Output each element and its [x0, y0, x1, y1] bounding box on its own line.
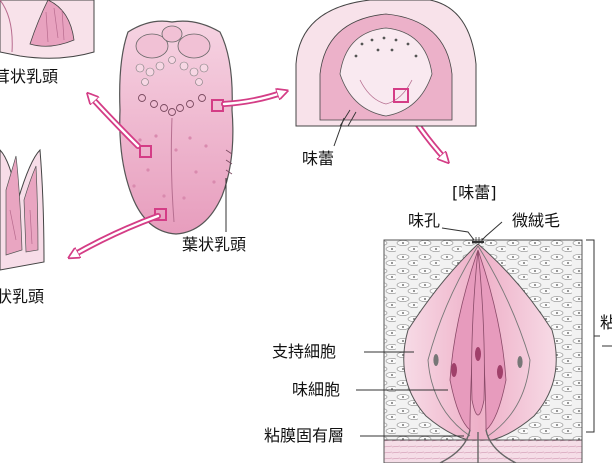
filiform-papilla-label: 状乳頭 — [0, 287, 45, 306]
lamina-propria-label: 粘膜固有層 — [264, 426, 345, 445]
mucosa-label: 粘 — [600, 313, 612, 332]
foliate-papilla-label: 葉状乳頭 — [182, 235, 247, 254]
taste-pore-label: 味孔 — [408, 211, 441, 230]
taste-bud-small-label: 味蕾 — [302, 149, 335, 168]
tongue-illustration — [119, 20, 234, 235]
supporting-cell-label: 支持細胞 — [272, 342, 337, 361]
vallate-papilla-section — [295, 0, 477, 127]
filiform-papilla-section — [0, 148, 45, 271]
taste-cell-label: 味細胞 — [292, 380, 341, 399]
taste-bud-title: [味蕾] — [452, 183, 497, 202]
fungiform-papilla-label: 茸状乳頭 — [0, 67, 59, 86]
leader-lines — [225, 117, 612, 437]
microvilli-label: 微絨毛 — [512, 211, 561, 230]
arrows — [72, 92, 446, 256]
fungiform-papilla-section — [0, 0, 95, 59]
taste-bud-detail — [383, 237, 600, 464]
